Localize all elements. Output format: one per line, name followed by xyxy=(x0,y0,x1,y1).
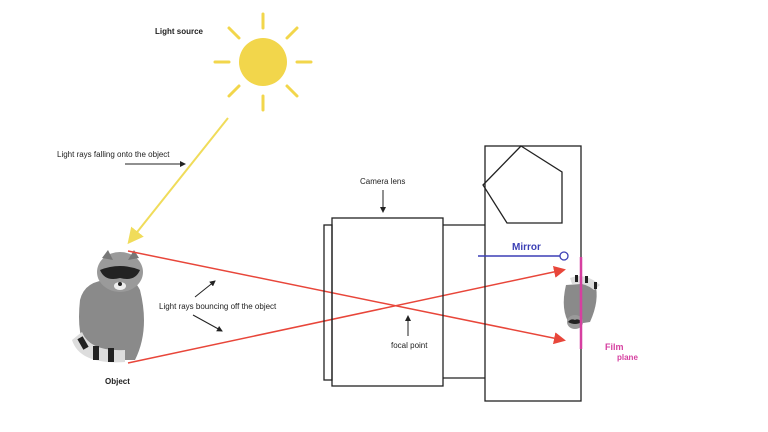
light-source-label: Light source xyxy=(155,27,204,36)
light-rays-bouncing-label: Light rays bouncing off the object xyxy=(159,302,277,311)
object-label: Object xyxy=(105,377,130,386)
incident-light-ray xyxy=(127,117,229,245)
mirror-label: Mirror xyxy=(512,242,541,253)
camera-lens xyxy=(323,217,485,387)
pentaprism xyxy=(482,145,563,224)
reflected-ray-bottom xyxy=(127,266,566,364)
camera-body xyxy=(484,145,582,402)
camera-lens-label: Camera lens xyxy=(360,177,405,186)
plane-label: plane xyxy=(617,353,638,362)
sun-icon xyxy=(213,12,313,112)
reflected-ray-top xyxy=(127,250,566,345)
pointer-arrow xyxy=(192,314,223,332)
mirror-pivot xyxy=(559,251,569,261)
film-label: Film xyxy=(605,342,624,352)
light-rays-falling-label: Light rays falling onto the object xyxy=(57,150,170,159)
raccoon-object-image xyxy=(72,250,144,363)
focal-point-label: focal point xyxy=(391,341,428,350)
pointer-arrow xyxy=(194,280,216,298)
